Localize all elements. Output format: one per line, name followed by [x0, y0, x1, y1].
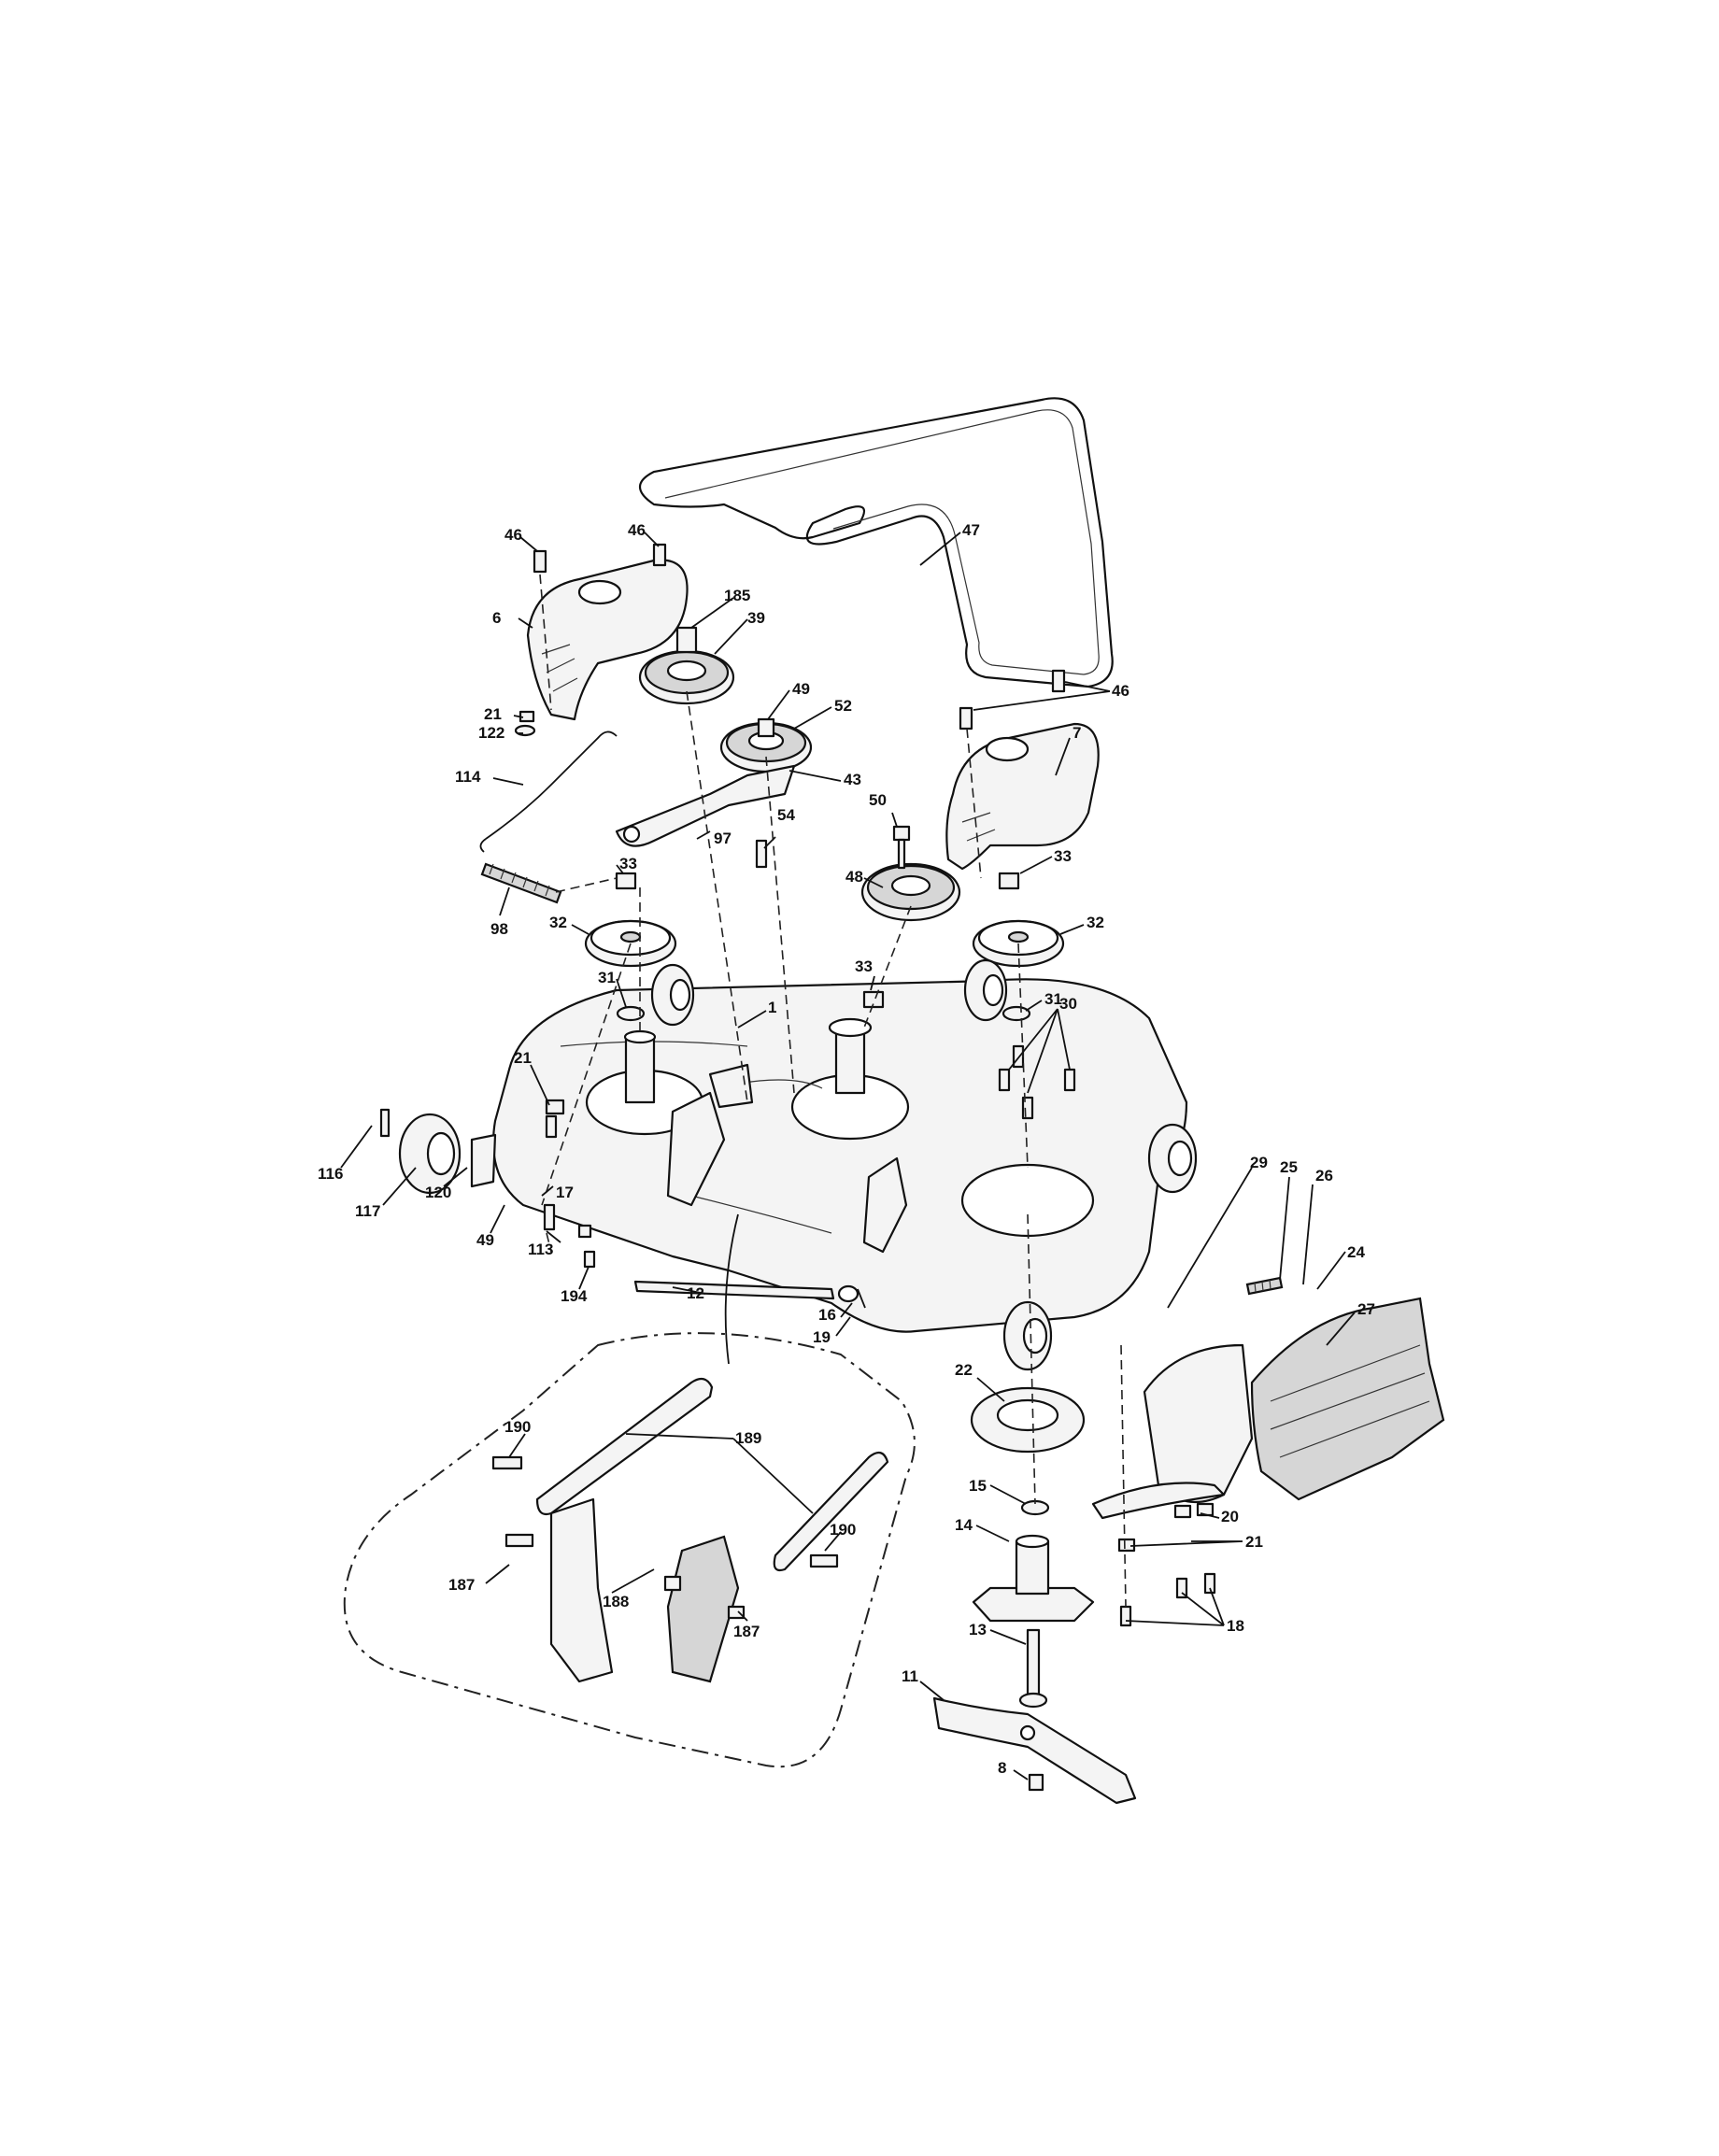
gauge-wheel-117 — [398, 1113, 497, 1195]
idler-arm — [615, 764, 796, 847]
callout-16: 16 — [818, 1306, 836, 1324]
callout-97: 97 — [714, 830, 732, 847]
belt-cover-left — [526, 559, 689, 721]
callout-32: 32 — [549, 914, 567, 931]
lift-link-189-upper — [535, 1377, 714, 1516]
callout-187: 187 — [733, 1623, 760, 1640]
callout-117: 117 — [355, 1202, 380, 1220]
drive-belt — [638, 397, 1114, 688]
callout-33: 33 — [855, 957, 873, 975]
callout-20: 20 — [1221, 1508, 1239, 1525]
callout-190: 190 — [830, 1521, 856, 1539]
callout-39: 39 — [747, 609, 765, 627]
idler-pulley-39 — [638, 626, 735, 705]
callout-19: 19 — [813, 1328, 831, 1346]
callout-33: 33 — [1054, 847, 1072, 865]
callout-50: 50 — [869, 791, 887, 809]
spindle-mount-ring-22 — [970, 1386, 1086, 1454]
callout-98: 98 — [490, 920, 508, 938]
callout-1: 1 — [768, 999, 776, 1016]
callout-187: 187 — [448, 1576, 475, 1594]
hanger-bracket-right — [666, 1535, 740, 1683]
callout-17: 17 — [556, 1184, 574, 1201]
callout-52: 52 — [834, 697, 852, 715]
callout-14: 14 — [955, 1516, 973, 1534]
callout-49: 49 — [476, 1231, 494, 1249]
belt-cover-right — [945, 722, 1100, 871]
callout-48: 48 — [845, 868, 863, 886]
callout-114: 114 — [455, 768, 481, 786]
callout-32: 32 — [1087, 914, 1104, 931]
callout-12: 12 — [687, 1284, 704, 1302]
hanger-bracket-left — [549, 1497, 614, 1683]
callout-18: 18 — [1227, 1617, 1244, 1635]
blade-bolt — [1028, 1773, 1044, 1792]
callout-26: 26 — [1315, 1167, 1333, 1184]
idler-pulley-52 — [719, 717, 813, 773]
rod-114 — [479, 730, 618, 853]
callout-189: 189 — [735, 1429, 761, 1447]
spindle-shaft — [1018, 1628, 1048, 1709]
callout-31: 31 — [598, 969, 616, 986]
idler-pulley-48 — [860, 862, 961, 922]
callout-47: 47 — [962, 521, 980, 539]
assembly-centerlines — [539, 574, 1127, 1608]
callout-120: 120 — [425, 1184, 451, 1201]
gauge-wheel-rear-right — [1147, 1123, 1198, 1194]
inset-bolts — [491, 1455, 839, 1620]
callout-43: 43 — [844, 771, 861, 788]
callout-11: 11 — [902, 1667, 918, 1685]
callout-24: 24 — [1347, 1243, 1365, 1261]
callout-49: 49 — [792, 680, 810, 698]
callout-122: 122 — [478, 724, 504, 742]
callout-13: 13 — [969, 1621, 987, 1638]
optional-parts-inset-border — [343, 1332, 916, 1768]
callout-54: 54 — [777, 806, 795, 824]
deflector-spring-25 — [1245, 1276, 1284, 1296]
callout-113: 113 — [528, 1241, 553, 1258]
hardware-bolts — [379, 543, 1076, 1269]
callout-leaders — [340, 532, 1356, 1780]
callout-6: 6 — [492, 609, 501, 627]
callout-188: 188 — [603, 1593, 629, 1610]
mower-blade — [932, 1696, 1137, 1805]
callout-29: 29 — [1250, 1154, 1268, 1171]
callout-25: 25 — [1280, 1158, 1298, 1176]
callout-185: 185 — [724, 587, 750, 604]
deck-housing — [491, 978, 1188, 1333]
callout-33: 33 — [619, 855, 637, 872]
callout-21: 21 — [514, 1049, 532, 1067]
callout-7: 7 — [1073, 724, 1081, 742]
mount-rod-12 — [633, 1280, 866, 1309]
gauge-wheel-front-right — [963, 958, 1008, 1022]
callout-46: 46 — [628, 521, 646, 539]
discharge-chute — [1143, 1297, 1445, 1504]
spindle-hardware — [1117, 1502, 1216, 1627]
callout-116: 116 — [318, 1165, 343, 1183]
spindle-assembly — [972, 1499, 1095, 1623]
callout-194: 194 — [561, 1287, 588, 1305]
lift-link-189-lower — [773, 1451, 889, 1572]
callout-30: 30 — [1059, 995, 1077, 1013]
callout-21: 21 — [484, 705, 502, 723]
callout-21: 21 — [1245, 1533, 1263, 1551]
callout-46: 46 — [504, 526, 522, 544]
callout-46: 46 — [1112, 682, 1129, 700]
gauge-wheel-rear-center — [1002, 1300, 1053, 1371]
callout-22: 22 — [955, 1361, 973, 1379]
callout-15: 15 — [969, 1477, 987, 1495]
gauge-wheel-front-left — [650, 963, 695, 1027]
callout-27: 27 — [1357, 1300, 1375, 1318]
callout-8: 8 — [998, 1759, 1006, 1777]
callout-31: 31 — [1044, 990, 1062, 1008]
callout-labels: 46 46 47 6 185 39 49 52 46 21 122 114 43… — [318, 521, 1375, 1777]
deflector-bracket-20 — [1091, 1482, 1226, 1520]
spring-98 — [480, 862, 562, 904]
callout-190: 190 — [504, 1418, 531, 1436]
